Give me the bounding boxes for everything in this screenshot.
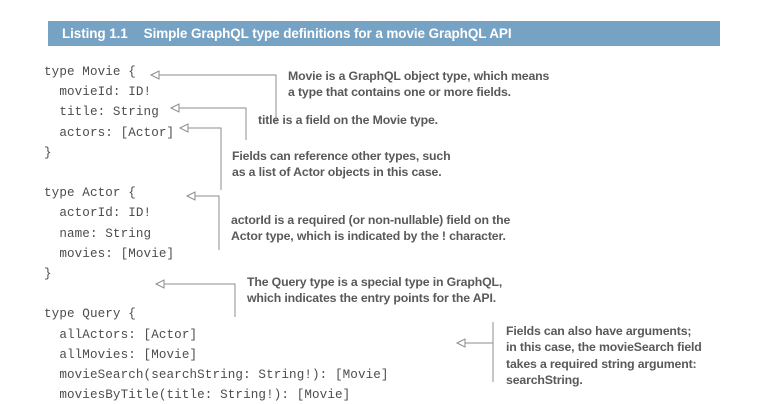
annotation-movie-type: Movie is a GraphQL object type, which me…: [288, 69, 550, 100]
code-listing: type Movie { movieId: ID! title: String …: [44, 65, 389, 403]
annotation-non-nullable: actorId is a required (or non-nullable) …: [231, 213, 511, 244]
listing-number: Listing 1.1: [62, 26, 128, 41]
annotation-query-type: The Query type is a special type in Grap…: [247, 275, 503, 306]
annotation-title-field: title is a field on the Movie type.: [258, 113, 438, 127]
leader-line-field-arguments: [455, 322, 494, 382]
arrowhead-icon: [455, 338, 466, 348]
listing-title: Simple GraphQL type definitions for a mo…: [143, 26, 512, 41]
annotation-field-arguments: Fields can also have arguments; in this …: [506, 324, 702, 388]
listing-caption-banner: Listing 1.1 Simple GraphQL type definiti…: [48, 21, 720, 46]
annotation-field-references: Fields can reference other types, such a…: [232, 149, 451, 180]
